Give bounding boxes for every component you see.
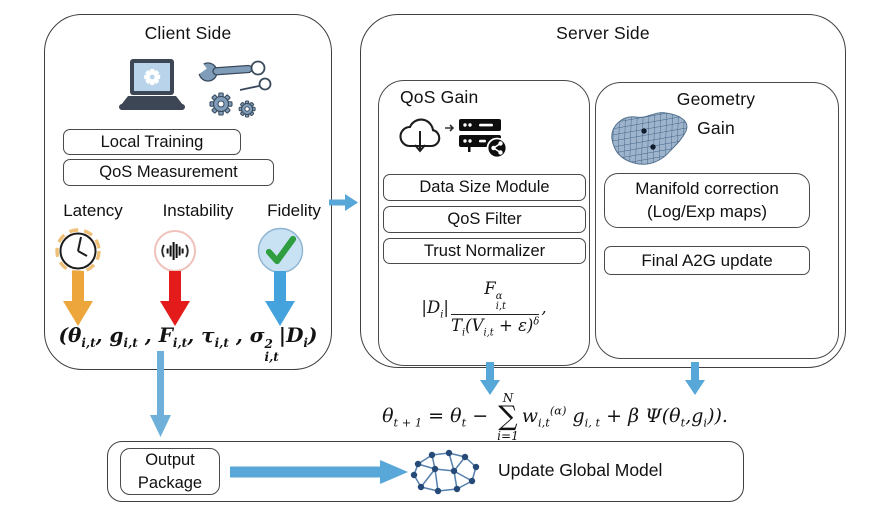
geometry-title-line2: Gain	[697, 117, 735, 138]
output-package-box: Output Package	[120, 448, 220, 495]
geometry-gain-title: Geometry Gain	[646, 85, 786, 143]
server-panel-title: Server Side	[556, 23, 650, 43]
transfer-arrow-icon	[445, 124, 455, 132]
qos-measurement-label: QoS Measurement	[99, 163, 238, 181]
update-global-model-label: Update Global Model	[498, 460, 663, 480]
instability-label: Instability	[162, 201, 234, 220]
instability-arrow	[160, 271, 190, 326]
latency-arrow	[63, 271, 93, 326]
local-training-label: Local Training	[100, 132, 204, 151]
geometry-title-line1: Geometry	[676, 89, 756, 109]
tools-icon	[195, 60, 272, 118]
data-size-module-label: Data Size Module	[419, 178, 550, 196]
clock-icon	[55, 228, 101, 274]
local-training-box: Local Training	[63, 129, 241, 155]
manifold-correction-line2: (Log/Exp maps)	[647, 201, 767, 221]
qos-measurement-box: QoS Measurement	[63, 159, 274, 186]
fidelity-arrow	[265, 271, 295, 326]
fidelity-label: Fidelity	[267, 201, 321, 220]
laptop-icon	[119, 59, 185, 110]
package-to-model-arrow	[230, 460, 408, 484]
qos-filter-box: QoS Filter	[383, 206, 586, 233]
output-package-line1: Output	[145, 451, 195, 470]
manifold-correction-box: Manifold correction (Log/Exp maps)	[604, 173, 810, 228]
final-a2g-update-box: Final A2G update	[604, 246, 810, 275]
geometry-output-arrow	[685, 362, 705, 395]
sound-wave-icon	[154, 230, 196, 272]
server-share-icon	[459, 119, 508, 159]
check-icon	[257, 227, 304, 274]
manifold-icon	[611, 112, 688, 165]
qos-gain-panel: QoS Gain	[378, 80, 590, 366]
client-panel-title: Client Side	[144, 23, 232, 43]
update-global-model-bar: Output Package Update Global Model	[107, 441, 744, 502]
server-panel: Server Side QoS Gain	[360, 14, 846, 368]
client-to-server-arrow	[329, 194, 358, 211]
latency-label: Latency	[63, 201, 123, 220]
client-panel: Client Side	[44, 14, 332, 370]
trust-normalizer-box: Trust Normalizer	[383, 238, 586, 264]
client-output-arrow	[150, 351, 171, 437]
output-package-line2: Package	[137, 473, 203, 492]
final-a2g-update-label: Final A2G update	[641, 250, 773, 270]
trust-normalizer-label: Trust Normalizer	[423, 241, 546, 260]
cloud-to-server-icon	[399, 118, 508, 159]
manifold-correction-line1: Manifold correction	[635, 178, 779, 198]
network-graph-icon	[410, 449, 480, 495]
qos-gain-title: QoS Gain	[400, 87, 479, 107]
geometry-gain-panel: Geometry Gain Manifold correction (Log/E…	[595, 82, 839, 359]
qos-filter-label: QoS Filter	[447, 210, 522, 228]
data-size-module-box: Data Size Module	[383, 174, 586, 201]
qos-output-arrow	[480, 362, 500, 395]
